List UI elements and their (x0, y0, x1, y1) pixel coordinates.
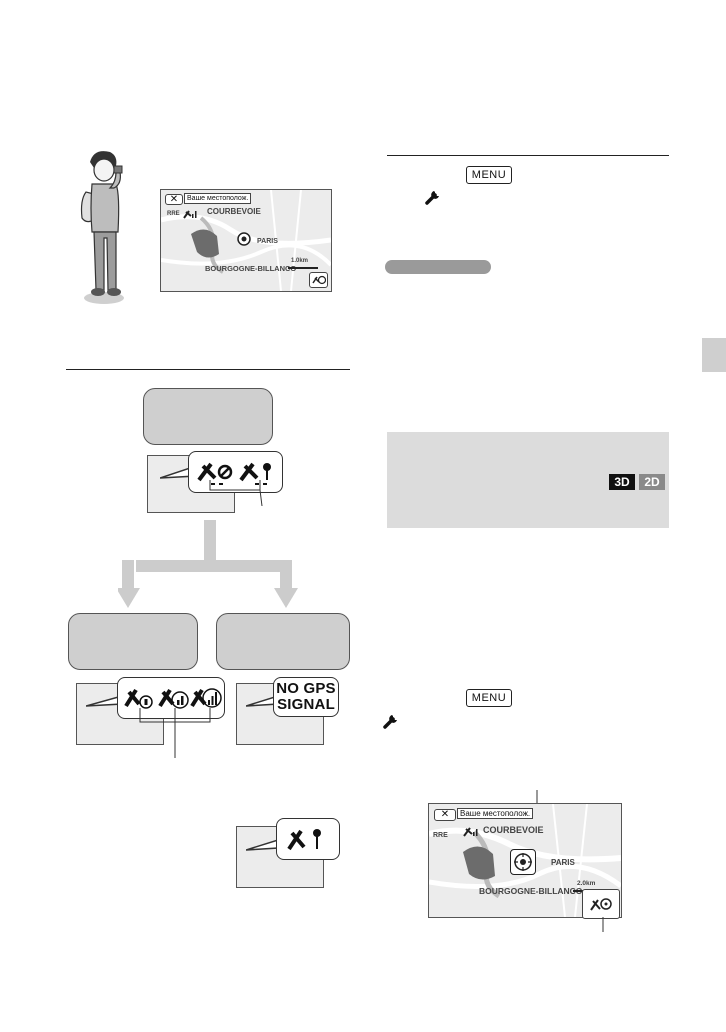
person-illustration (80, 151, 124, 304)
menu-button[interactable]: MENU (466, 166, 512, 184)
wrench-icon (425, 191, 439, 205)
gps-status-bubble-start (188, 451, 283, 493)
map-scale: 1.0km (291, 258, 309, 264)
current-location-icon (514, 853, 532, 871)
section-rule-left (66, 369, 350, 370)
gps-status-bubble-acquired (117, 677, 225, 719)
map-label-rre: RRE (167, 211, 180, 217)
gps-status-bubble-located (276, 818, 340, 860)
callout-bracket-start (209, 480, 263, 507)
gps-locate-icon (312, 275, 327, 285)
current-location-marker (510, 849, 536, 875)
map-background (429, 804, 621, 917)
badge-3d: 3D (609, 474, 635, 490)
callout-bracket-acquired (139, 708, 211, 758)
map-label-courbevoie: COURBEVOIE (207, 207, 261, 216)
map-background (161, 190, 331, 291)
gps-signal-strength-icon (463, 827, 478, 837)
gps-signal-strength-icon (183, 210, 197, 219)
wrench-icon (383, 715, 397, 729)
notes-heading-pill (385, 260, 491, 274)
badge-2d: 2D (639, 474, 665, 490)
no-gps-line2: SIGNAL (277, 696, 335, 713)
callout-line-locate (602, 917, 604, 932)
side-index-tab (702, 338, 726, 372)
flow-box-acquired (68, 613, 198, 670)
gps-triangulating-icon (124, 688, 222, 709)
gps-locate-button-large[interactable] (582, 889, 620, 919)
map-label-courbevoie: COURBEVOIE (483, 825, 544, 835)
no-gps-signal-badge: NO GPS SIGNAL (273, 677, 339, 717)
map-screen-small: ✕ Ваше местополож. RRE COURBEVOIE PARIS … (160, 189, 332, 292)
flow-box-no-signal (216, 613, 350, 670)
menu-button-2[interactable]: MENU (466, 689, 512, 707)
location-label: Ваше местополож. (457, 808, 534, 819)
gps-no-fix-icon (197, 462, 271, 485)
flow-box-start (143, 388, 273, 445)
map-screen-large: ✕ Ваше местополож. RRE COURBEVOIE PARIS … (428, 803, 622, 918)
location-label: Ваше местополож. (184, 193, 252, 204)
map-scale-bar (288, 267, 318, 269)
map-close-button[interactable]: ✕ (434, 809, 456, 821)
close-icon: ✕ (169, 194, 179, 205)
map-scale: 2.0km (577, 880, 596, 887)
flow-split-arrows (118, 520, 298, 608)
gps-locate-button[interactable] (309, 272, 328, 288)
gps-location-pin-icon (287, 829, 321, 851)
map-close-button[interactable]: ✕ (165, 194, 183, 205)
no-gps-line1: NO GPS (276, 680, 336, 697)
gps-locate-icon (590, 898, 612, 911)
map-label-bourgogne: BOURGOGNE-BILLANCO (205, 264, 297, 273)
map-label-paris: PARIS (257, 238, 278, 245)
map-label-bourgogne: BOURGOGNE-BILLANCO (479, 886, 583, 896)
map-label-rre: RRE (433, 832, 448, 839)
current-location-icon (237, 232, 251, 246)
map-label-paris: PARIS (551, 858, 575, 867)
close-icon: ✕ (440, 809, 450, 820)
section-rule-right (387, 155, 669, 156)
